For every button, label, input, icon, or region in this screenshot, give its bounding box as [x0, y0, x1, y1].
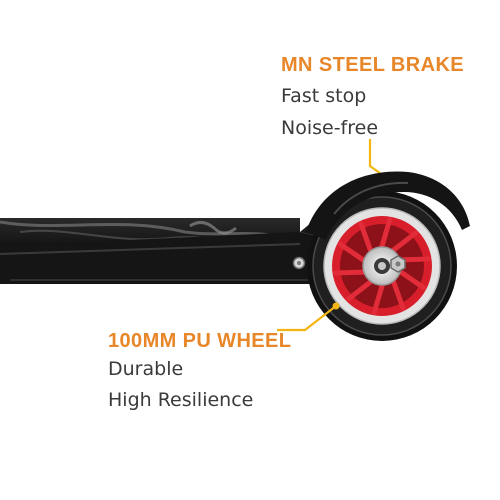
wheel-callout-dot	[332, 302, 340, 310]
wheel-spoke	[337, 241, 367, 263]
wheel-spoke	[390, 278, 406, 311]
wheel-spoke	[371, 282, 385, 315]
wheel-spoke	[358, 221, 374, 254]
wheel-callout-line	[277, 305, 337, 332]
wheel-feature-durable: Durable	[108, 358, 184, 380]
wheel-heading: 100MM PU WHEEL	[108, 330, 292, 352]
brake-feature-fast-stop: Fast stop	[281, 85, 367, 107]
wheel-spoke	[333, 269, 367, 276]
wheel-feature-high-resilience: High Resilience	[108, 389, 254, 411]
wheel-spoke	[390, 230, 419, 253]
wheel-spoke	[345, 279, 374, 302]
axle-bolt	[390, 255, 406, 273]
brake-feature-noise-free: Noise-free	[281, 117, 379, 139]
steel-brake-fender	[306, 171, 470, 240]
wheel-spoke	[397, 269, 427, 291]
rear-wheel	[307, 191, 457, 341]
frame-bolt	[292, 256, 306, 270]
brake-heading: MN STEEL BRAKE	[281, 54, 465, 76]
wheel-spoke	[379, 217, 393, 250]
